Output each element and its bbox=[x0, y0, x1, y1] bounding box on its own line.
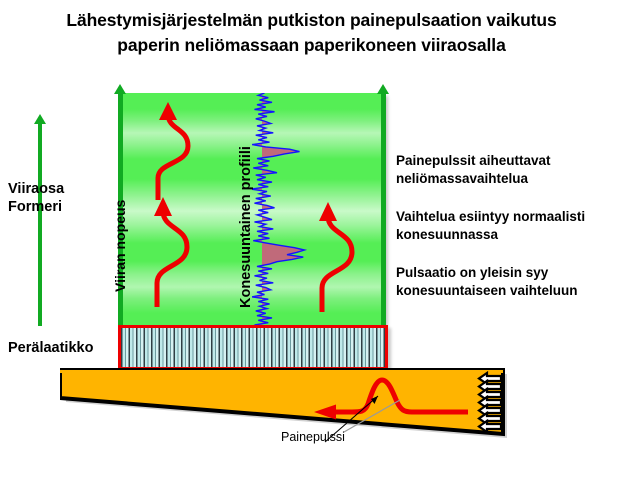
title-line-1: Lähestymisjärjestelmän putkiston painepu… bbox=[66, 10, 557, 30]
title-line-2: paperin neliömassaan paperikoneen viirao… bbox=[117, 35, 506, 55]
pressure-pulse-callout-label: Painepulssi bbox=[281, 430, 345, 444]
pressure-pulse-waveform bbox=[332, 377, 468, 415]
wire-speed-arrow-right-icon bbox=[377, 84, 389, 326]
md-profile-chart bbox=[252, 93, 308, 325]
md-profile-label: Konesuuntainen profiili bbox=[238, 146, 254, 308]
headbox-unit bbox=[118, 325, 388, 370]
former-label: Viiraosa Formeri bbox=[8, 181, 65, 215]
md-flow-arrow-right-icon bbox=[319, 202, 355, 312]
flow-direction-arrowhead-icon bbox=[314, 404, 336, 420]
note-item-1: Vaihtelua esiintyy normaalisti konesuunn… bbox=[396, 209, 586, 242]
headbox-tube-bank bbox=[121, 328, 385, 367]
approach-manifold bbox=[60, 368, 507, 443]
md-flow-arrow-lower-left-icon bbox=[154, 197, 190, 307]
wire-speed-label: Viiran nopeus bbox=[112, 199, 128, 292]
wire-speed-arrow-icon bbox=[33, 114, 46, 326]
inlet-flow-chevrons-icon bbox=[477, 370, 503, 435]
md-flow-arrow-upper-left-icon bbox=[155, 102, 191, 200]
headbox-label: Perälaatikko bbox=[8, 340, 94, 356]
manifold-body bbox=[60, 368, 505, 437]
note-item-0: Painepulssit aiheuttavat neliömassavaiht… bbox=[396, 153, 551, 186]
note-item-2: Pulsaatio on yleisin syy konesuuntaiseen… bbox=[396, 265, 578, 298]
page-title: Lähestymisjärjestelmän putkiston painepu… bbox=[0, 8, 623, 58]
wire-speed-arrow-left-icon bbox=[114, 84, 126, 326]
pressure-pulse-leader bbox=[343, 399, 401, 433]
